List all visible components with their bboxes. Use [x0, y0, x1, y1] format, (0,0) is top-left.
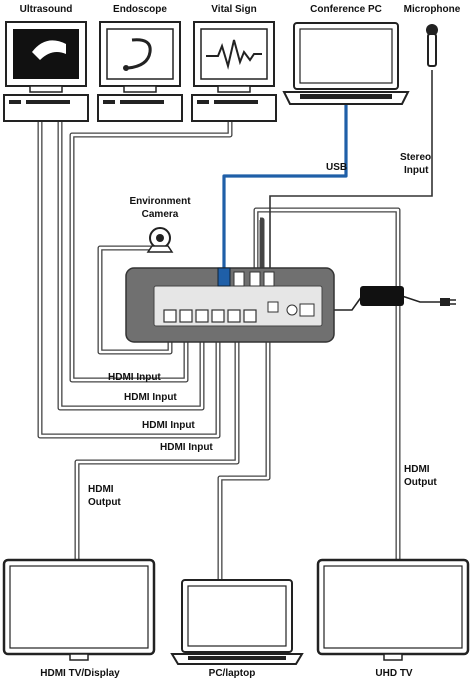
microphone-icon	[426, 24, 438, 67]
pc-laptop-device	[170, 579, 304, 665]
label-hdmi-tv-display: HDMI TV/Display	[40, 668, 120, 679]
hdmi-input-ports	[163, 309, 257, 323]
cable-vital-sign	[69, 122, 233, 383]
endoscope-device	[97, 21, 183, 122]
label-hdmi-output-left-2: Output	[88, 497, 121, 508]
environment-camera-device	[146, 227, 174, 253]
cable-uhd-tv-output	[253, 207, 401, 560]
label-ultrasound: Ultrasound	[20, 4, 73, 15]
label-hdmi-output-left-1: HDMI	[88, 484, 114, 495]
cable-usb	[222, 104, 348, 268]
ultrasound-device	[3, 21, 89, 122]
cable-loop-inner	[259, 217, 265, 268]
cable-pc-laptop	[217, 322, 271, 580]
label-pc-laptop: PC/laptop	[209, 668, 256, 679]
cable-endoscope	[57, 122, 205, 411]
label-uhd-tv: UHD TV	[375, 668, 413, 679]
cable-microphone	[269, 70, 433, 268]
label-vital-sign: Vital Sign	[211, 4, 256, 15]
cable-ultrasound	[37, 122, 221, 439]
heartbeat-icon	[206, 39, 262, 70]
label-conference-pc: Conference PC	[310, 4, 382, 15]
label-environment: Environment	[129, 196, 191, 207]
hdmi-tv-display-device	[2, 558, 156, 661]
endoscope-icon	[127, 38, 152, 70]
label-hdmi-input-1: HDMI Input	[108, 372, 161, 383]
cable-hdmi-tv-output	[74, 322, 240, 560]
power-plug-icon	[440, 298, 456, 306]
label-hdmi-input-4: HDMI Input	[160, 442, 213, 453]
top-connectors	[217, 267, 275, 287]
label-hdmi-input-3: HDMI Input	[142, 420, 195, 431]
label-stereo: Stereo	[400, 152, 431, 163]
label-hdmi-input-2: HDMI Input	[124, 392, 177, 403]
conference-pc-laptop	[282, 22, 410, 105]
vital-sign-device	[191, 21, 277, 122]
label-endoscope: Endoscope	[113, 4, 167, 15]
cables	[37, 70, 440, 580]
label-hdmi-output-right-1: HDMI	[404, 464, 430, 475]
label-hdmi-output-right-2: Output	[404, 477, 437, 488]
label-microphone: Microphone	[404, 4, 461, 15]
label-camera: Camera	[142, 209, 179, 220]
label-usb: USB	[326, 162, 347, 173]
presentation-switcher-device	[125, 267, 335, 343]
uhd-tv-device	[316, 558, 470, 661]
ultrasound-image-icon	[32, 40, 66, 60]
label-input: Input	[404, 165, 429, 176]
power-adapter	[360, 286, 404, 306]
